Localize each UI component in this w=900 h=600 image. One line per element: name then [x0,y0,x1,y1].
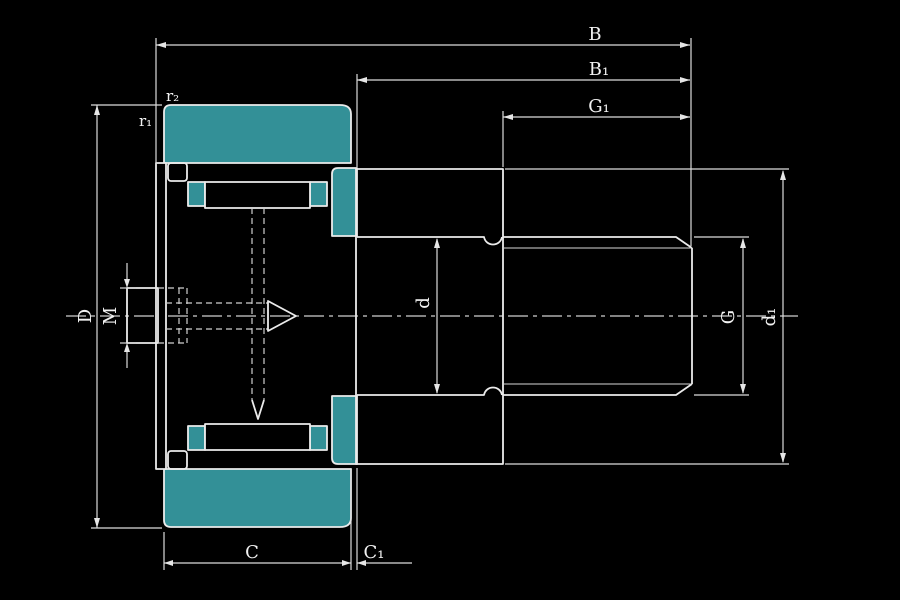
dim-label-G1: G₁ [588,96,610,117]
arrowhead [357,77,367,83]
arrowhead [680,77,690,83]
arrowhead [680,114,690,120]
arrowhead [124,279,130,288]
dim-label-r2: r₂ [166,87,179,105]
cage-rib-top-left [187,181,206,207]
cage-rib-bottom-right [309,425,328,451]
seal-ring-bottom [331,395,358,465]
needle-roller-bottom [204,423,311,451]
dimension-B: B [155,24,692,246]
axial-grease-duct [166,300,297,332]
outer-ring-bottom [163,468,352,528]
radial-hole-point [251,399,265,420]
dim-label-B: B [588,24,601,45]
arrowhead [740,238,746,248]
end-washer [155,162,167,470]
dimension-B1: B₁ [356,59,690,167]
arrowhead [357,560,366,566]
arrowhead [124,343,130,352]
dim-label-B1: B₁ [589,59,609,80]
dimension-d1: d₁ [505,168,789,465]
dimension-G1: G₁ [502,96,690,167]
needle-roller-top [204,181,311,209]
dimensions: B B₁ G₁ D [75,24,789,570]
dimension-C1: C₁ [357,542,412,566]
arrowhead [434,384,440,394]
thread-crest-top [503,236,693,249]
end-plate-lip-top [167,162,188,182]
radial-grease-hole [251,208,265,420]
dim-label-M: M [100,307,121,325]
seal-ring-top [331,167,358,237]
arrowhead [780,453,786,463]
dim-label-C1: C₁ [364,542,385,563]
cage-rib-bottom-left [187,425,206,451]
grease-fitting-boss [126,287,159,344]
drill-point-cone [267,300,297,332]
arrowhead [780,170,786,180]
cage-rib-top-right [309,181,328,207]
dim-label-C: C [245,542,259,563]
arrowhead [434,238,440,248]
arrowhead [503,114,513,120]
outer-ring-top [163,104,352,164]
arrowhead [740,384,746,394]
arrowhead [94,518,100,528]
dim-label-d: d [413,297,434,309]
dimension-D: D [75,104,162,529]
arrowhead [94,105,100,115]
dim-label-D: D [75,309,96,323]
dimension-G: G [694,236,749,396]
stud-collar [355,168,504,465]
dim-label-d1: d₁ [759,308,780,327]
arrowhead [680,42,690,48]
arrowhead [156,42,166,48]
dim-label-r1: r₁ [139,112,152,130]
dimension-d: d [413,238,440,394]
stud-surface-top [357,236,503,246]
end-plate-lip-bottom [167,450,188,470]
dimension-C: C [163,468,358,570]
arrowhead [342,560,351,566]
dimension-M: M [100,263,136,368]
hidden-hex-socket [158,287,188,344]
stud-surface-bottom [357,386,503,396]
arrowhead [164,560,173,566]
thread-crest-bottom [503,383,693,396]
dim-label-G: G [718,310,739,324]
